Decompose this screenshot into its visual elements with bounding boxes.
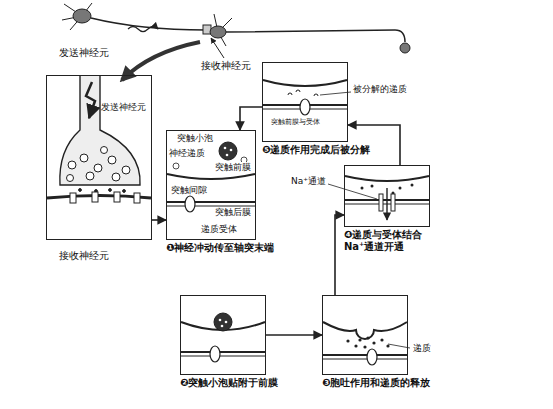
stage-panel: 发送神经元: [46, 75, 152, 240]
panel-two-drawing: [181, 313, 265, 362]
flow-arrow: [335, 215, 344, 295]
stage-panel: ❸胞吐作用和递质的释放: [322, 295, 408, 375]
part-label: 突触间隙: [170, 185, 208, 195]
panel-one-drawing: [167, 142, 255, 212]
part-label: Na⁺通道: [290, 176, 327, 186]
panel-caption: ❸胞吐作用和递质的释放: [322, 377, 430, 389]
panel-caption: ❹递质与受体结合 Na⁺通道开通: [344, 229, 430, 253]
part-label: 突触小泡: [176, 133, 214, 143]
panel-label: 发送神经元: [101, 102, 146, 113]
part-label: 递质受体: [200, 224, 238, 234]
panel-five-drawing: [263, 80, 351, 115]
stage-panel: ❹递质与受体结合 Na⁺通道开通: [344, 165, 430, 227]
neuron-pair: [62, 3, 410, 80]
flow-arrow: [152, 219, 166, 221]
part-label: 接收神经元: [58, 250, 110, 262]
part-label: 发送神经元: [58, 47, 110, 59]
flow-arrow: [240, 107, 262, 130]
axon-terminal: [47, 76, 151, 203]
panel-caption: ❶神经冲动传至轴突末端: [166, 242, 274, 254]
part-label: 神经递质: [168, 148, 206, 158]
stage-panel: ❷突触小泡贴附于前膜: [180, 295, 266, 375]
stage-panel: ❺递质作用完成后被分解: [262, 62, 348, 142]
part-label: 递质: [412, 343, 432, 353]
part-label: 突触后膜: [214, 207, 252, 217]
panel-three-drawing: [323, 322, 410, 365]
panel-caption: ❷突触小泡贴附于前膜: [180, 377, 278, 389]
part-label: 接收神经元: [200, 60, 252, 72]
panel-caption: ❺递质作用完成后被分解: [262, 144, 370, 156]
part-label: 突触前膜与受体: [270, 118, 321, 126]
flow-arrow: [266, 334, 322, 336]
part-label: 被分解的递质: [352, 84, 408, 94]
part-label: 突触前膜: [214, 162, 252, 172]
